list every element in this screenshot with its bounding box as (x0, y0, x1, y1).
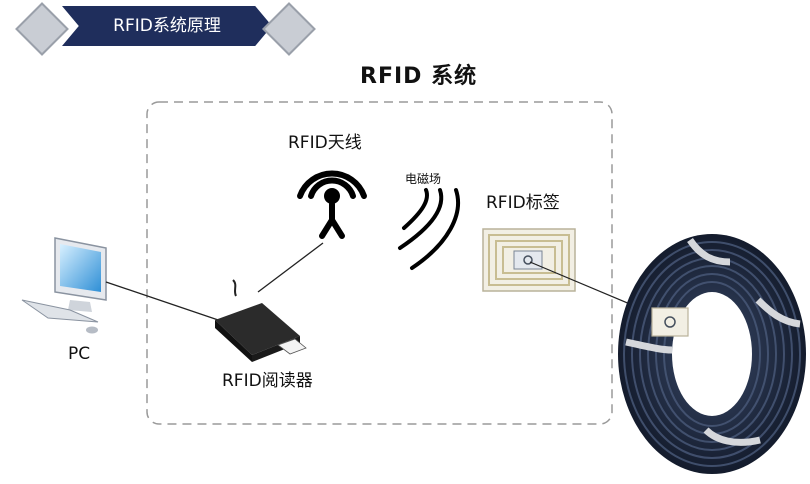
cable-coil-image (618, 234, 806, 474)
system-boundary (146, 101, 613, 425)
antenna-label: RFID天线 (288, 133, 362, 153)
system-title: RFID 系统 (360, 64, 478, 89)
antenna-icon (297, 170, 367, 239)
reader-antenna-cable (257, 242, 324, 293)
em-field-waves (398, 188, 461, 270)
pc-label: PC (68, 344, 91, 364)
pc-icon (21, 237, 107, 334)
tag-label: RFID标签 (486, 193, 560, 213)
reader-label: RFID阅读器 (222, 371, 313, 391)
rfid-reader-icon (215, 279, 307, 362)
section-title-banner: RFID系统原理 (62, 6, 272, 46)
pc-reader-cable (105, 281, 231, 325)
rfid-tag-icon (482, 228, 576, 292)
em-field-label: 电磁场 (405, 172, 442, 186)
